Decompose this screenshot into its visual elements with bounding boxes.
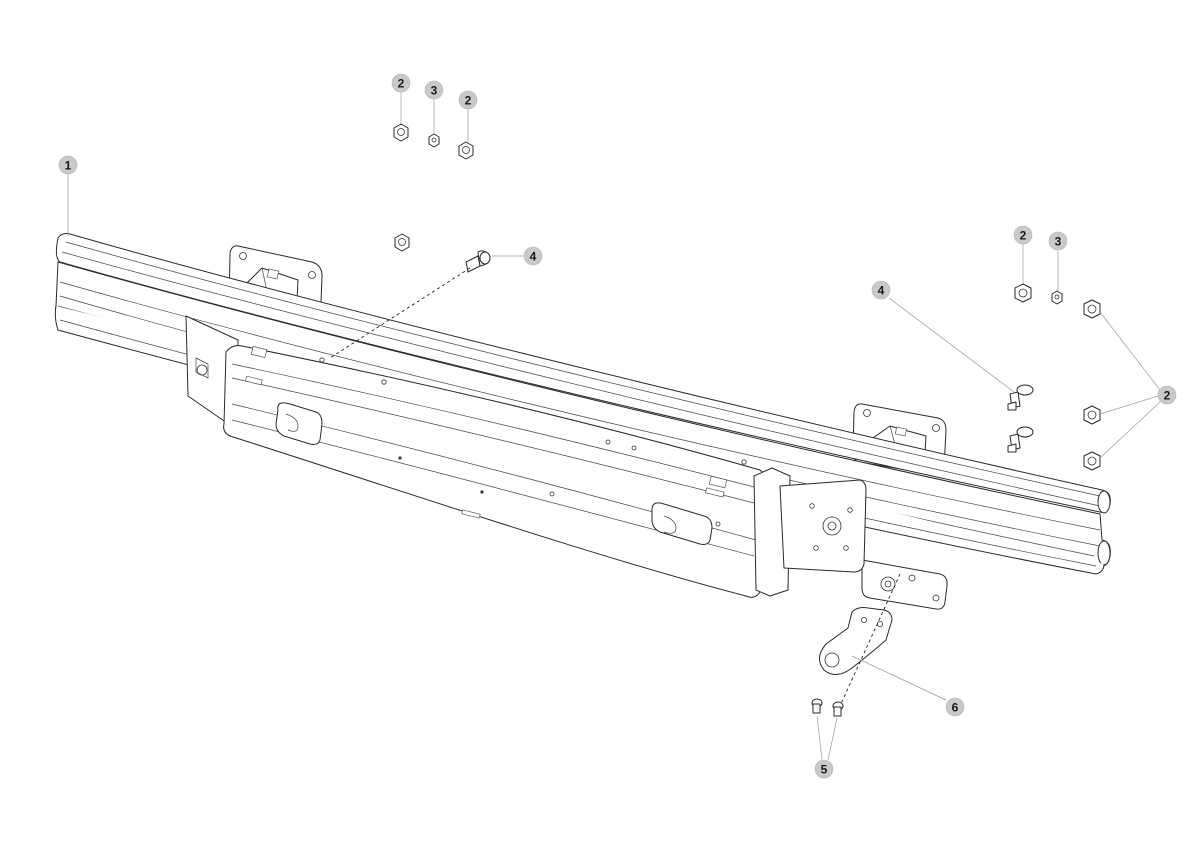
bolt-left: [329, 250, 491, 359]
leader-lines: [67, 92, 1161, 761]
small-nut-right: [1051, 290, 1063, 305]
bolt-right-lower: [1007, 426, 1034, 453]
callout-2-right-top: 2: [1013, 225, 1033, 245]
callout-2-label: 2: [1020, 229, 1027, 243]
callout-4-left: 4: [523, 246, 543, 266]
callout-3-right: 3: [1048, 231, 1068, 251]
callout-3-label: 3: [1055, 235, 1062, 249]
nut-right-upper: [1014, 283, 1032, 303]
callout-5: 5: [814, 759, 834, 779]
callout-3-label: 3: [431, 84, 438, 98]
callout-4-right: 4: [871, 280, 891, 300]
callout-2-right-side: 2: [1157, 385, 1177, 405]
callout-4-label: 4: [878, 284, 885, 298]
callout-2-top-left: 2: [391, 73, 411, 93]
callout-6-label: 6: [952, 701, 959, 715]
bumper-reinforcement-beam: [54, 233, 1111, 610]
callout-4-label: 4: [530, 250, 537, 264]
callout-6: 6: [945, 697, 965, 717]
callout-5-label: 5: [821, 763, 828, 777]
callout-1: 1: [58, 155, 78, 175]
nut-right-c: [1083, 451, 1101, 471]
bolt-right-upper: [1007, 384, 1034, 411]
callout-1-label: 1: [65, 159, 72, 173]
nut-top-left: [393, 123, 409, 142]
callout-2-label: 2: [465, 94, 472, 108]
small-bolt-right: [832, 701, 844, 717]
nut-right-b: [1083, 405, 1101, 425]
callout-2-label: 2: [1164, 389, 1171, 403]
tow-eye-bracket: [819, 573, 901, 707]
small-bolt-left: [811, 698, 823, 714]
nut-right-a: [1083, 299, 1101, 319]
callout-3-top: 3: [424, 80, 444, 100]
callout-2-label: 2: [398, 77, 405, 91]
callout-2-top-right: 2: [458, 90, 478, 110]
nut-mid-left: [394, 233, 410, 252]
small-nut-top: [428, 133, 440, 148]
nut-top-right: [458, 141, 474, 160]
